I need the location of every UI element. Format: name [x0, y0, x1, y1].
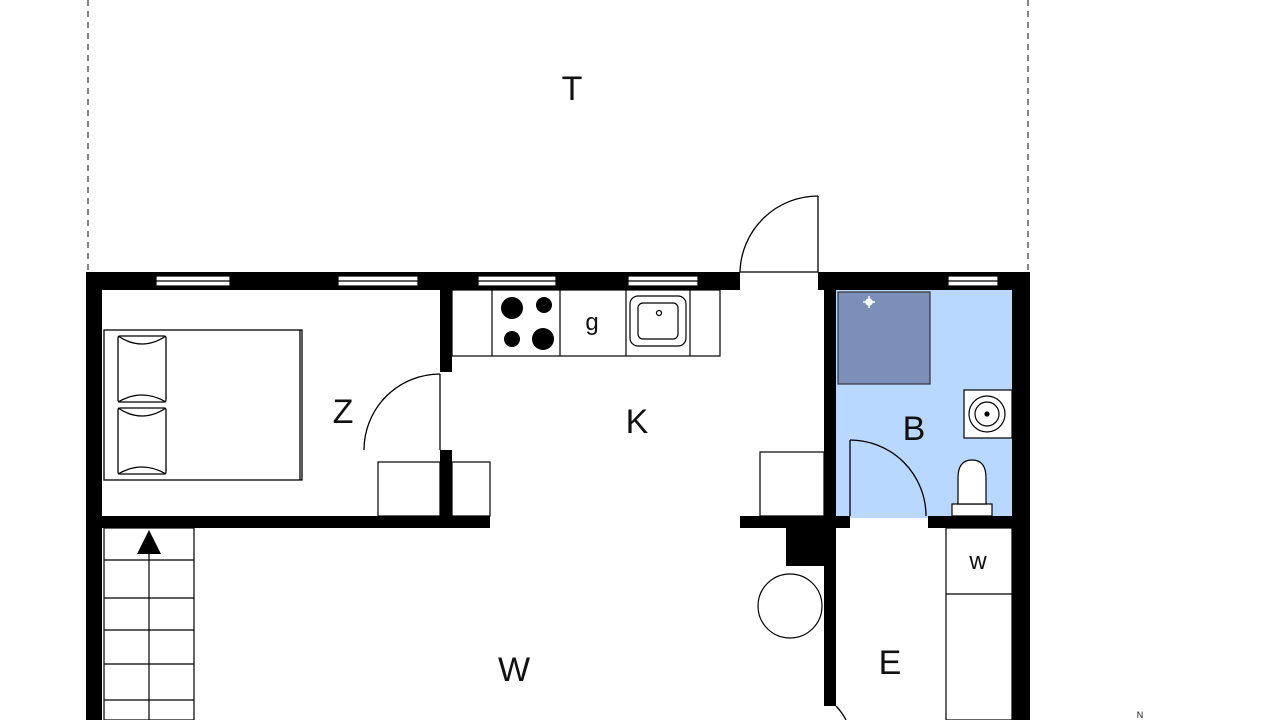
room-label-kitchen: K — [626, 403, 649, 441]
round-table — [757, 573, 823, 639]
stove-icon — [501, 297, 554, 350]
terrace-outline — [87, 0, 1029, 272]
living-cabinet — [451, 461, 491, 517]
room-label-bedroom: Z — [333, 393, 354, 431]
bedroom-door — [363, 373, 441, 451]
bathroom-door — [849, 439, 927, 517]
kitchen-cabinet — [759, 451, 825, 517]
stair-arrow-icon — [137, 530, 161, 554]
staircase — [103, 527, 195, 720]
room-label-bathroom: B — [903, 410, 926, 448]
sink-icon — [629, 295, 687, 347]
shower-tray — [837, 291, 931, 385]
double-bed — [103, 329, 303, 481]
toilet-icon — [951, 459, 993, 517]
bedroom-cabinet — [377, 461, 441, 517]
kitchen-counter — [451, 289, 721, 357]
entrance-door — [835, 705, 847, 720]
room-label-terrace: T — [562, 70, 583, 108]
gas-label: g — [585, 309, 598, 336]
room-label-entrance: E — [879, 644, 902, 682]
room-label-living: W — [498, 651, 530, 689]
front-door — [739, 195, 819, 273]
washer-cabinet — [945, 527, 1013, 720]
windows — [155, 275, 999, 287]
washer-label: w — [968, 548, 987, 575]
shower-drain-icon — [863, 296, 875, 308]
washbasin-icon — [963, 389, 1013, 439]
compass-north-label: N — [1137, 710, 1144, 720]
